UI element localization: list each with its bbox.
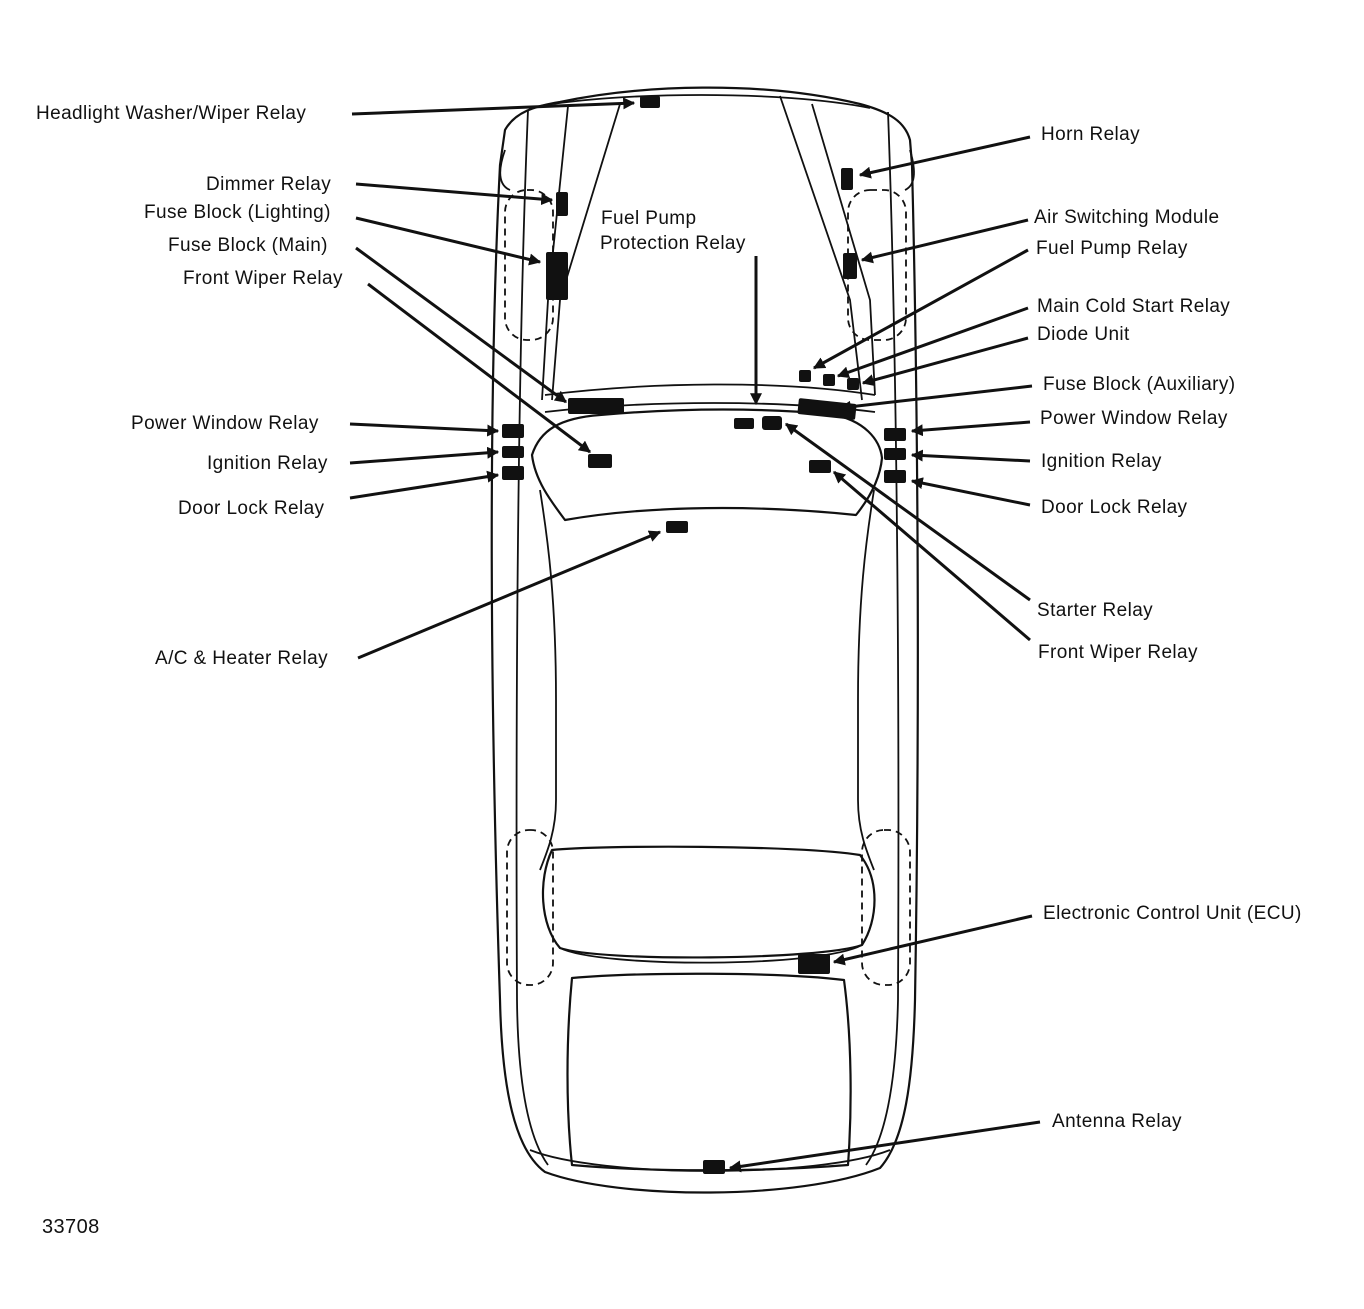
front-wiper-relay-left-part bbox=[588, 454, 612, 468]
label-fuse-block-lighting: Fuse Block (Lighting) bbox=[144, 202, 331, 223]
front-wiper-relay-right-part bbox=[809, 460, 831, 473]
diode-unit-part bbox=[847, 378, 859, 390]
air-switching-module-part bbox=[843, 253, 857, 279]
leader-lines bbox=[349, 97, 1041, 1173]
door-lock-relay-right-part bbox=[884, 470, 906, 483]
label-fuel-pump-protection-relay-line2: Protection Relay bbox=[600, 233, 746, 254]
ignition-relay-right-part bbox=[884, 448, 906, 460]
fuse-block-auxiliary-part bbox=[797, 398, 857, 420]
label-antenna-relay: Antenna Relay bbox=[1052, 1111, 1182, 1132]
label-horn-relay: Horn Relay bbox=[1041, 124, 1140, 145]
ignition-relay-left-part bbox=[502, 446, 524, 458]
label-fuse-block-main: Fuse Block (Main) bbox=[168, 235, 328, 256]
components bbox=[502, 96, 906, 1174]
label-air-switching-module: Air Switching Module bbox=[1034, 207, 1219, 228]
label-headlight-washer-wiper-relay: Headlight Washer/Wiper Relay bbox=[36, 103, 306, 124]
label-fuel-pump-protection-relay-line1: Fuel Pump bbox=[601, 208, 696, 229]
main-cold-start-relay-part bbox=[823, 374, 835, 386]
label-ignition-relay-right: Ignition Relay bbox=[1041, 451, 1162, 472]
label-power-window-relay-left: Power Window Relay bbox=[131, 413, 319, 434]
antenna-relay-part bbox=[703, 1160, 725, 1174]
label-fuel-pump-relay: Fuel Pump Relay bbox=[1036, 238, 1188, 259]
fuse-block-main-part bbox=[568, 398, 624, 414]
label-front-wiper-relay-right: Front Wiper Relay bbox=[1038, 642, 1198, 663]
label-starter-relay: Starter Relay bbox=[1037, 600, 1153, 621]
headlight-washer-wiper-relay-part bbox=[640, 96, 660, 108]
label-diode-unit: Diode Unit bbox=[1037, 324, 1130, 345]
label-main-cold-start-relay: Main Cold Start Relay bbox=[1037, 296, 1230, 317]
dimmer-relay-part bbox=[556, 192, 568, 216]
ac-heater-relay-part bbox=[666, 521, 688, 533]
label-door-lock-relay-right: Door Lock Relay bbox=[1041, 497, 1188, 518]
label-ac-heater-relay: A/C & Heater Relay bbox=[155, 648, 328, 669]
labels: Headlight Washer/Wiper Relay Dimmer Rela… bbox=[36, 103, 1302, 1238]
label-power-window-relay-right: Power Window Relay bbox=[1040, 408, 1228, 429]
label-ecu: Electronic Control Unit (ECU) bbox=[1043, 903, 1302, 924]
power-window-relay-right-part bbox=[884, 428, 906, 441]
label-ignition-relay-left: Ignition Relay bbox=[207, 453, 328, 474]
door-lock-relay-left-part bbox=[502, 466, 524, 480]
figure-number: 33708 bbox=[42, 1216, 100, 1238]
label-dimmer-relay: Dimmer Relay bbox=[206, 174, 331, 195]
power-window-relay-left-part bbox=[502, 424, 524, 438]
fuse-block-lighting-part bbox=[546, 252, 568, 300]
fuel-pump-protection-relay-part bbox=[734, 418, 754, 429]
fuel-pump-relay-part bbox=[799, 370, 811, 382]
label-door-lock-relay-left: Door Lock Relay bbox=[178, 498, 325, 519]
ecu-part bbox=[798, 954, 830, 974]
label-front-wiper-relay-left: Front Wiper Relay bbox=[183, 268, 343, 289]
starter-relay-part bbox=[762, 416, 782, 430]
label-fuse-block-auxiliary: Fuse Block (Auxiliary) bbox=[1043, 374, 1236, 395]
horn-relay-part bbox=[841, 168, 853, 190]
